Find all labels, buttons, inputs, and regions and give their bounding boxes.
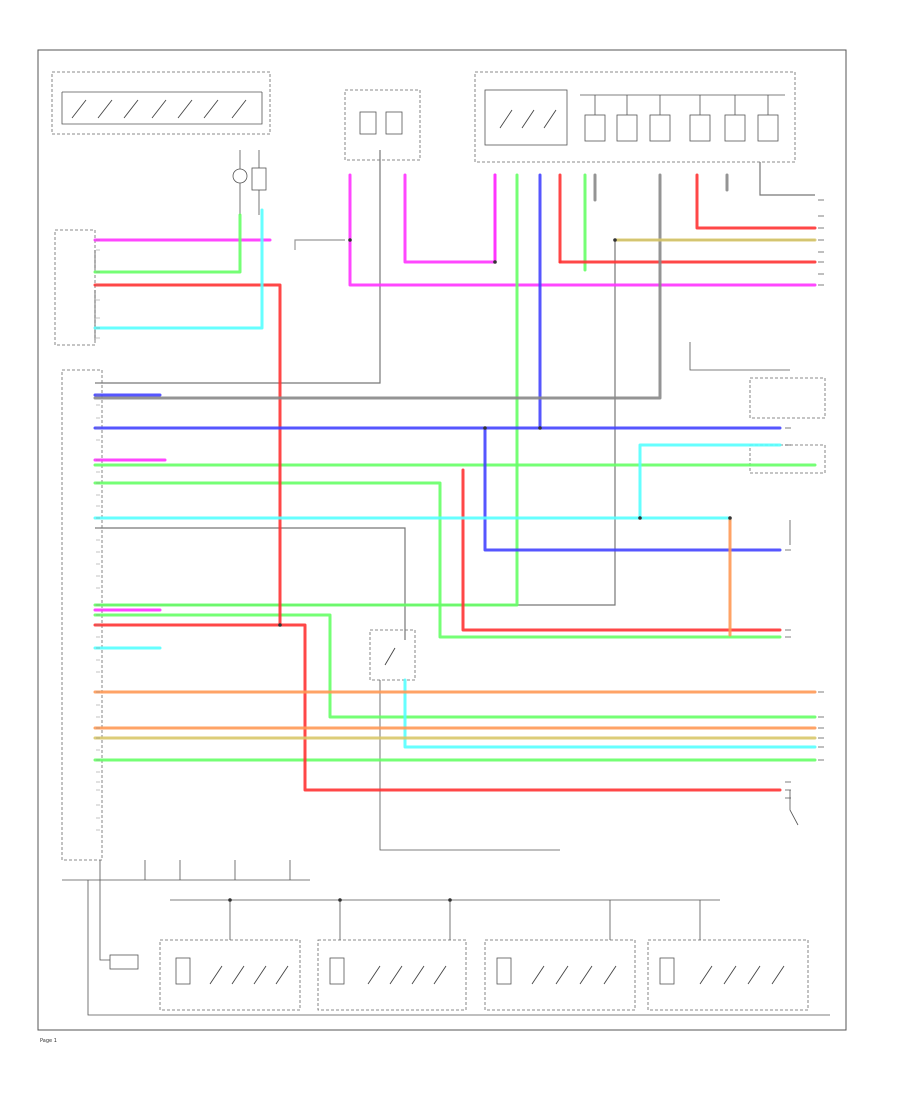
junction-block-right: [474, 71, 796, 163]
colored-wires: [93, 173, 817, 792]
ecu-connector-left: [54, 229, 103, 861]
right-connector-lower: [789, 520, 799, 826]
right-terminal-ticks: [785, 199, 824, 799]
junction-dots: [228, 238, 732, 902]
bottom-switch-box-2: [317, 939, 467, 1011]
left-pin-ticks: [96, 239, 100, 831]
top-left-switch-assembly: [51, 71, 271, 135]
diagram-border: [37, 49, 847, 1031]
sensor-component: [232, 150, 267, 215]
right-connector-upper: [689, 342, 826, 474]
center-relay: [369, 629, 560, 851]
bottom-switch-box-4: [647, 939, 809, 1011]
bottom-switch-box-1: [159, 939, 301, 1011]
page-label: Page 1: [40, 1038, 57, 1044]
bottom-switch-box-3: [484, 939, 636, 1011]
bottom-left-module: [99, 880, 139, 970]
junction-block-left: [344, 89, 421, 161]
thin-gray-wires: [95, 150, 815, 640]
bottom-connectors: [62, 860, 830, 1016]
